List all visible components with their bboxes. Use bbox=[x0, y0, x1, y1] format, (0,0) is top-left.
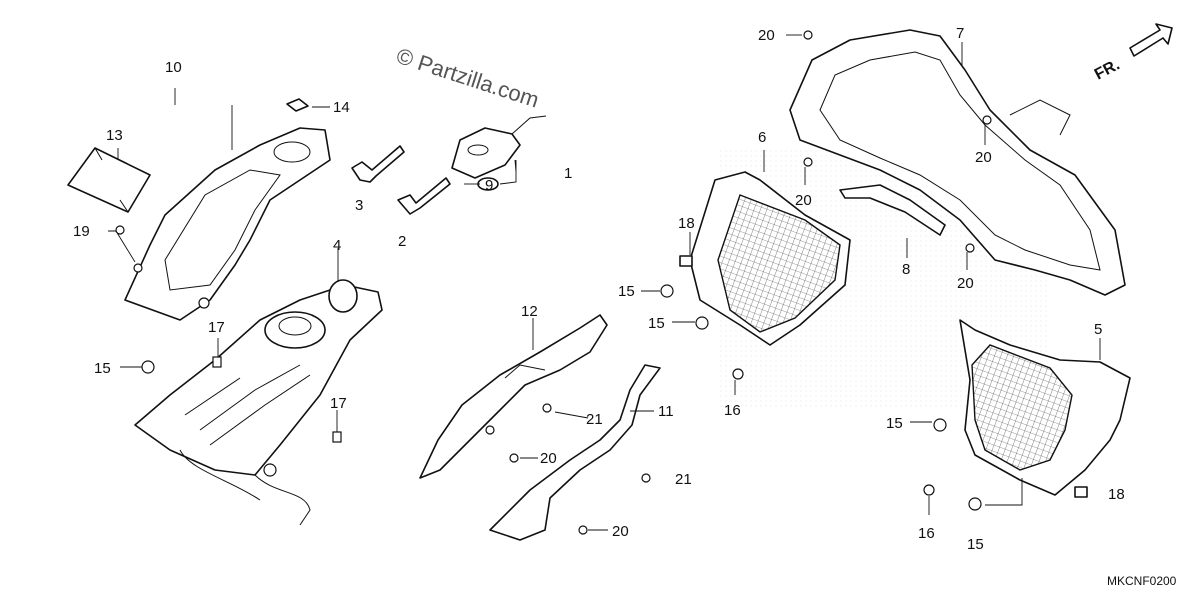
callout-20d: 20 bbox=[975, 149, 992, 166]
callout-20b: 20 bbox=[612, 523, 629, 540]
part-20-screw[interactable] bbox=[509, 453, 519, 463]
callout-18: 18 bbox=[678, 215, 695, 232]
part-20-screw[interactable] bbox=[578, 525, 588, 535]
part-15-fastener[interactable] bbox=[968, 497, 982, 511]
part-20-screw[interactable] bbox=[982, 115, 992, 125]
callout-21b: 21 bbox=[675, 471, 692, 488]
part-16-fastener[interactable] bbox=[732, 368, 744, 380]
callout-19: 19 bbox=[73, 223, 90, 240]
callout-20e: 20 bbox=[795, 192, 812, 209]
watermark: © Partzilla.com bbox=[393, 43, 542, 113]
callout-12: 12 bbox=[521, 303, 538, 320]
callout-7: 7 bbox=[956, 25, 964, 42]
leader-lines bbox=[108, 34, 1101, 531]
part-19-grommet[interactable] bbox=[115, 225, 125, 235]
callout-6: 6 bbox=[758, 129, 766, 146]
part-2-key[interactable] bbox=[397, 177, 451, 215]
callout-1: 1 bbox=[564, 165, 572, 182]
part-6-left-panel[interactable] bbox=[689, 171, 851, 346]
part-14-pad[interactable] bbox=[286, 98, 309, 112]
part-7-meter-cover[interactable] bbox=[789, 29, 1126, 296]
part-18-clip-left[interactable] bbox=[679, 255, 693, 267]
part-8-bracket[interactable] bbox=[839, 184, 946, 236]
part-15-fastener[interactable] bbox=[695, 316, 709, 330]
part-10-upper-cover[interactable] bbox=[124, 127, 331, 321]
part-21-screw[interactable] bbox=[641, 473, 651, 483]
part-4-switch-assembly[interactable] bbox=[134, 279, 383, 526]
part-18-clip-right[interactable] bbox=[1074, 486, 1088, 498]
part-15-fastener[interactable] bbox=[933, 418, 947, 432]
part-20-screw[interactable] bbox=[803, 157, 813, 167]
callout-5: 5 bbox=[1094, 321, 1102, 338]
part-11-trim-strip[interactable] bbox=[489, 364, 661, 541]
front-direction-arrow: FR. bbox=[1092, 23, 1173, 84]
callout-15b: 15 bbox=[618, 283, 635, 300]
callout-2: 2 bbox=[398, 233, 406, 250]
part-12-side-cover[interactable] bbox=[419, 314, 608, 479]
callout-4: 4 bbox=[333, 237, 341, 254]
callout-9: 9 bbox=[485, 177, 493, 194]
callout-14: 14 bbox=[333, 99, 350, 116]
callout-21: 21 bbox=[586, 411, 603, 428]
part-15-fastener[interactable] bbox=[141, 360, 155, 374]
callout-10: 10 bbox=[165, 59, 182, 76]
part-21-screw[interactable] bbox=[542, 403, 552, 413]
part-13-bracket[interactable] bbox=[67, 147, 151, 213]
callout-labels: 10 13 14 19 3 2 1 9 4 17 15 17 12 11 21 … bbox=[73, 25, 1125, 553]
callout-17b: 17 bbox=[330, 395, 347, 412]
callout-15e: 15 bbox=[967, 536, 984, 553]
callout-20c: 20 bbox=[758, 27, 775, 44]
callout-20f: 20 bbox=[957, 275, 974, 292]
callout-16b: 16 bbox=[918, 525, 935, 542]
part-17-fastener[interactable] bbox=[212, 356, 222, 368]
callout-18b: 18 bbox=[1108, 486, 1125, 503]
callout-20: 20 bbox=[540, 450, 557, 467]
callout-15c: 15 bbox=[648, 315, 665, 332]
callout-16: 16 bbox=[724, 402, 741, 419]
callout-15d: 15 bbox=[886, 415, 903, 432]
fastener-group bbox=[141, 30, 992, 535]
part-3-key[interactable] bbox=[351, 145, 405, 183]
callout-11: 11 bbox=[658, 403, 674, 420]
callout-3: 3 bbox=[355, 197, 363, 214]
diagram-code: MKCNF0200 bbox=[1107, 574, 1177, 588]
part-5-right-panel[interactable] bbox=[959, 319, 1131, 496]
part-16-fastener[interactable] bbox=[923, 484, 935, 496]
part-1-key-fob[interactable] bbox=[451, 115, 547, 179]
part-15-fastener[interactable] bbox=[660, 284, 674, 298]
callout-13: 13 bbox=[106, 127, 123, 144]
front-label: FR. bbox=[1092, 56, 1123, 83]
part-17-fastener[interactable] bbox=[332, 431, 342, 443]
part-20-screw[interactable] bbox=[965, 243, 975, 253]
callout-8: 8 bbox=[902, 261, 910, 278]
part-20-screw[interactable] bbox=[803, 30, 813, 40]
callout-17: 17 bbox=[208, 319, 225, 336]
callout-15: 15 bbox=[94, 360, 111, 377]
